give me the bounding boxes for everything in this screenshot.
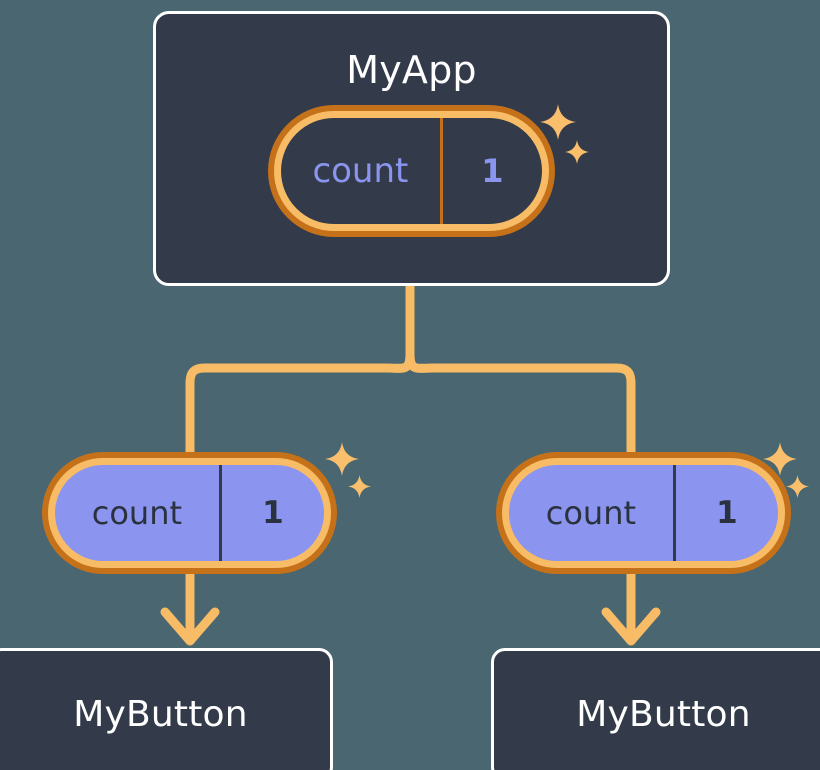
component-box-mybutton-right[interactable]: MyButton: [491, 648, 820, 770]
state-value-cell: 1: [676, 465, 778, 561]
state-value-label: 1: [481, 152, 504, 190]
state-pill-root[interactable]: count 1: [268, 105, 555, 237]
state-pill-face: count 1: [55, 465, 324, 561]
state-pill-left[interactable]: count 1: [42, 452, 337, 574]
connector-branch-left: [185, 352, 415, 452]
arrow-right: [601, 572, 661, 646]
state-pill-inner-ring: count 1: [502, 458, 785, 568]
four-point-star-icon: [325, 442, 359, 476]
state-pill-face: count 1: [509, 465, 778, 561]
state-pill-inner-ring: count 1: [48, 458, 331, 568]
state-pill-right[interactable]: count 1: [496, 452, 791, 574]
state-value-label: 1: [716, 495, 738, 531]
component-label-mybutton-left: MyButton: [73, 694, 248, 735]
state-key-cell: count: [55, 465, 222, 561]
state-pill-face: count 1: [281, 118, 542, 224]
component-box-mybutton-left[interactable]: MyButton: [0, 648, 333, 770]
four-point-star-icon: [786, 475, 809, 498]
state-key-cell: count: [509, 465, 676, 561]
arrow-left: [160, 572, 220, 646]
state-key-label: count: [312, 151, 409, 191]
four-point-star-icon: [348, 475, 371, 498]
state-value-label: 1: [262, 495, 284, 531]
component-label-mybutton-right: MyButton: [576, 694, 751, 735]
state-key-label: count: [545, 494, 637, 532]
state-key-cell: count: [281, 118, 443, 224]
component-label-myapp: MyApp: [346, 48, 477, 92]
connector-branch-right: [405, 352, 636, 452]
state-pill-inner-ring: count 1: [274, 111, 549, 231]
state-value-cell: 1: [222, 465, 324, 561]
state-value-cell: 1: [443, 118, 542, 224]
state-key-label: count: [91, 494, 183, 532]
